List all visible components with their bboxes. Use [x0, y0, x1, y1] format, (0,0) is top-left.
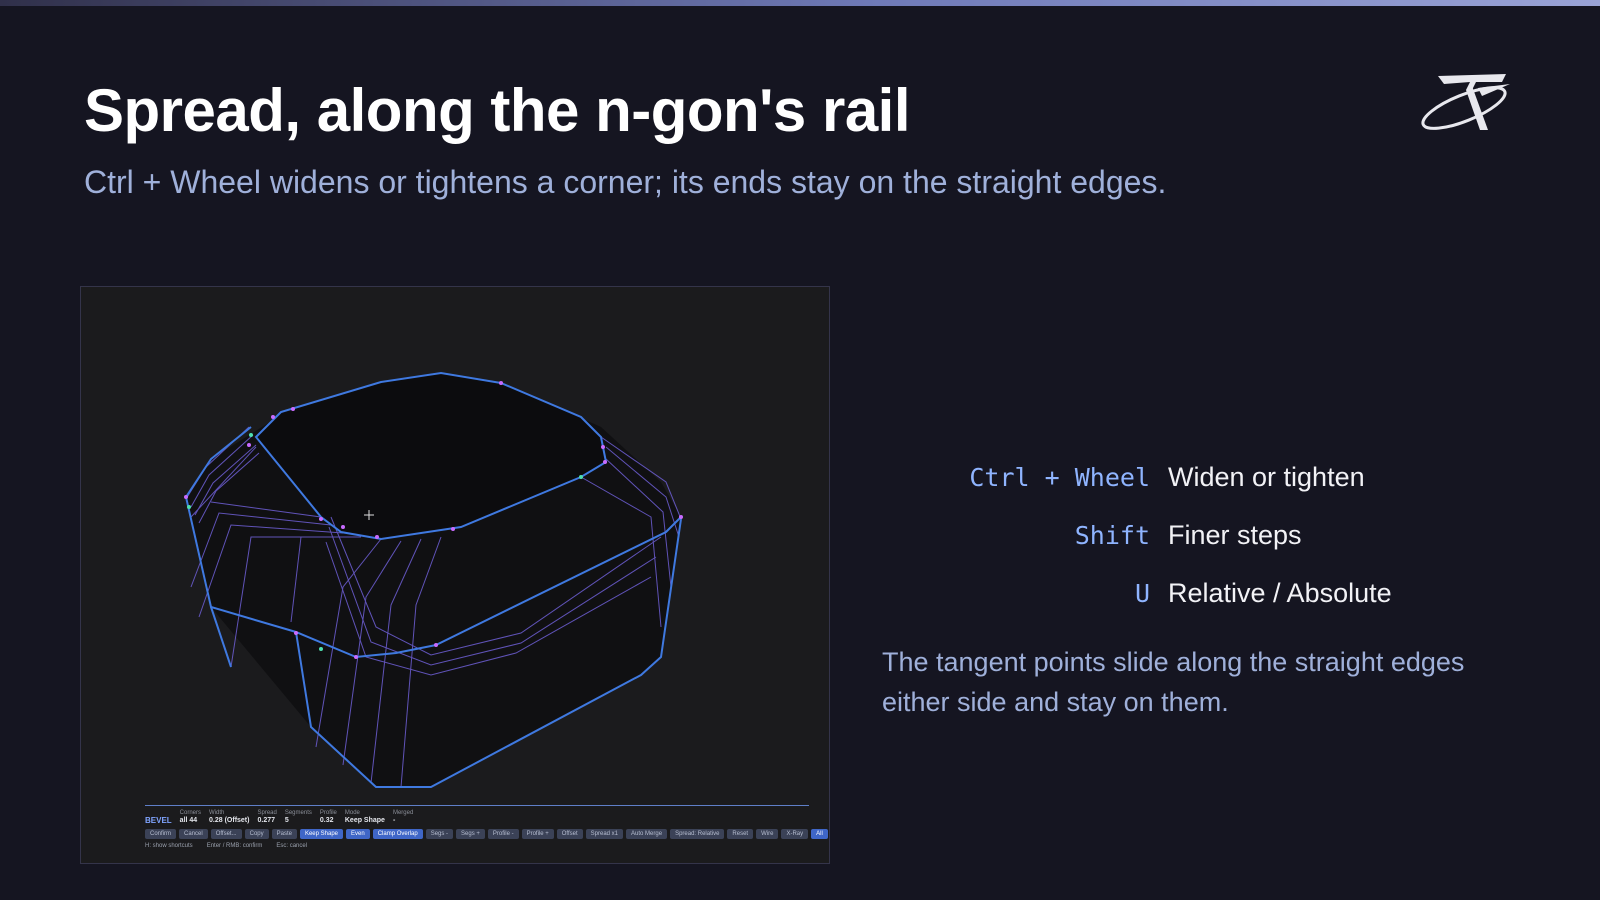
shortcut-key: Ctrl + Wheel: [969, 462, 1150, 492]
hud-button-confirm[interactable]: Confirm: [145, 829, 177, 839]
hud-button-x-ray[interactable]: X-Ray: [781, 829, 809, 839]
shortcut-key: U: [1134, 578, 1150, 608]
hud-button-segs[interactable]: Segs -: [425, 829, 454, 839]
hud-hint: Enter / RMB: confirm: [206, 843, 263, 849]
tx-swoosh-logo-icon: [1421, 74, 1510, 130]
shortcut-key: Shift: [1074, 520, 1150, 550]
hud-button-spread-relative[interactable]: Spread: Relative: [670, 829, 725, 839]
hud-button-segs[interactable]: Segs +: [456, 829, 485, 839]
top-accent-bar: [0, 0, 1600, 6]
shortcut-desc: Finer steps: [1168, 519, 1302, 550]
hud-tool-tag: BEVEL: [145, 816, 172, 825]
hud-button-wire[interactable]: Wire: [756, 829, 779, 839]
hud-button-offset[interactable]: Offset...: [210, 829, 242, 839]
hud-hint: Esc: cancel: [276, 843, 308, 849]
crosshair-cursor-icon: [364, 510, 374, 520]
hud-button-auto-merge[interactable]: Auto Merge: [626, 829, 668, 839]
hud-field-mode: Mode Keep Shape: [344, 810, 385, 824]
hud-button-clamp-overlap[interactable]: Clamp Overlap: [372, 829, 423, 839]
explanation-note: The tangent points slide along the strai…: [882, 647, 1465, 717]
hud-button-profile[interactable]: Profile +: [521, 829, 554, 839]
shortcut-desc: Widen or tighten: [1168, 461, 1365, 492]
beveled-box-mesh: [184, 371, 683, 788]
bevel-hud-panel: BEVEL Corners all 44 Width 0.28 (Offset)…: [145, 805, 828, 849]
slide-title: Spread, along the n-gon's rail: [84, 77, 911, 144]
hud-button-paste[interactable]: Paste: [271, 829, 297, 839]
hud-button-keep-shape[interactable]: Keep Shape: [299, 829, 343, 839]
hud-field-profile: Profile 0.32: [319, 810, 337, 824]
hud-button-profile[interactable]: Profile -: [487, 829, 519, 839]
hud-field-spread: Spread 0.277: [257, 810, 277, 824]
hud-field-width: Width 0.28 (Offset): [209, 810, 250, 824]
hud-field-corners: Corners all 44: [179, 810, 202, 824]
hud-button-copy[interactable]: Copy: [244, 829, 269, 839]
shortcut-row: U Relative / Absolute: [900, 564, 1460, 622]
hud-button-even[interactable]: Even: [346, 829, 370, 839]
hud-button-offset[interactable]: Offset: [556, 829, 583, 839]
shortcut-row: Ctrl + Wheel Widen or tighten: [900, 448, 1460, 506]
hud-button-cancel[interactable]: Cancel: [179, 829, 208, 839]
hud-field-segments: Segments 5: [284, 810, 312, 824]
slide-subtitle: Ctrl + Wheel widens or tightens a corner…: [84, 164, 1167, 200]
hud-hints: H: show shortcuts Enter / RMB: confirm E…: [145, 843, 809, 849]
shortcut-list: Ctrl + Wheel Widen or tighten Shift Fine…: [900, 448, 1460, 622]
hud-button-all[interactable]: All: [811, 829, 828, 839]
3d-viewport[interactable]: BEVEL Corners all 44 Width 0.28 (Offset)…: [80, 286, 830, 864]
hud-hint: H: show shortcuts: [145, 843, 193, 849]
hud-button-spread-x1[interactable]: Spread x1: [585, 829, 624, 839]
shortcut-desc: Relative / Absolute: [1168, 577, 1392, 608]
hud-button-reset[interactable]: Reset: [727, 829, 754, 839]
hud-field-merged: Merged -: [392, 810, 414, 824]
shortcut-row: Shift Finer steps: [900, 506, 1460, 564]
